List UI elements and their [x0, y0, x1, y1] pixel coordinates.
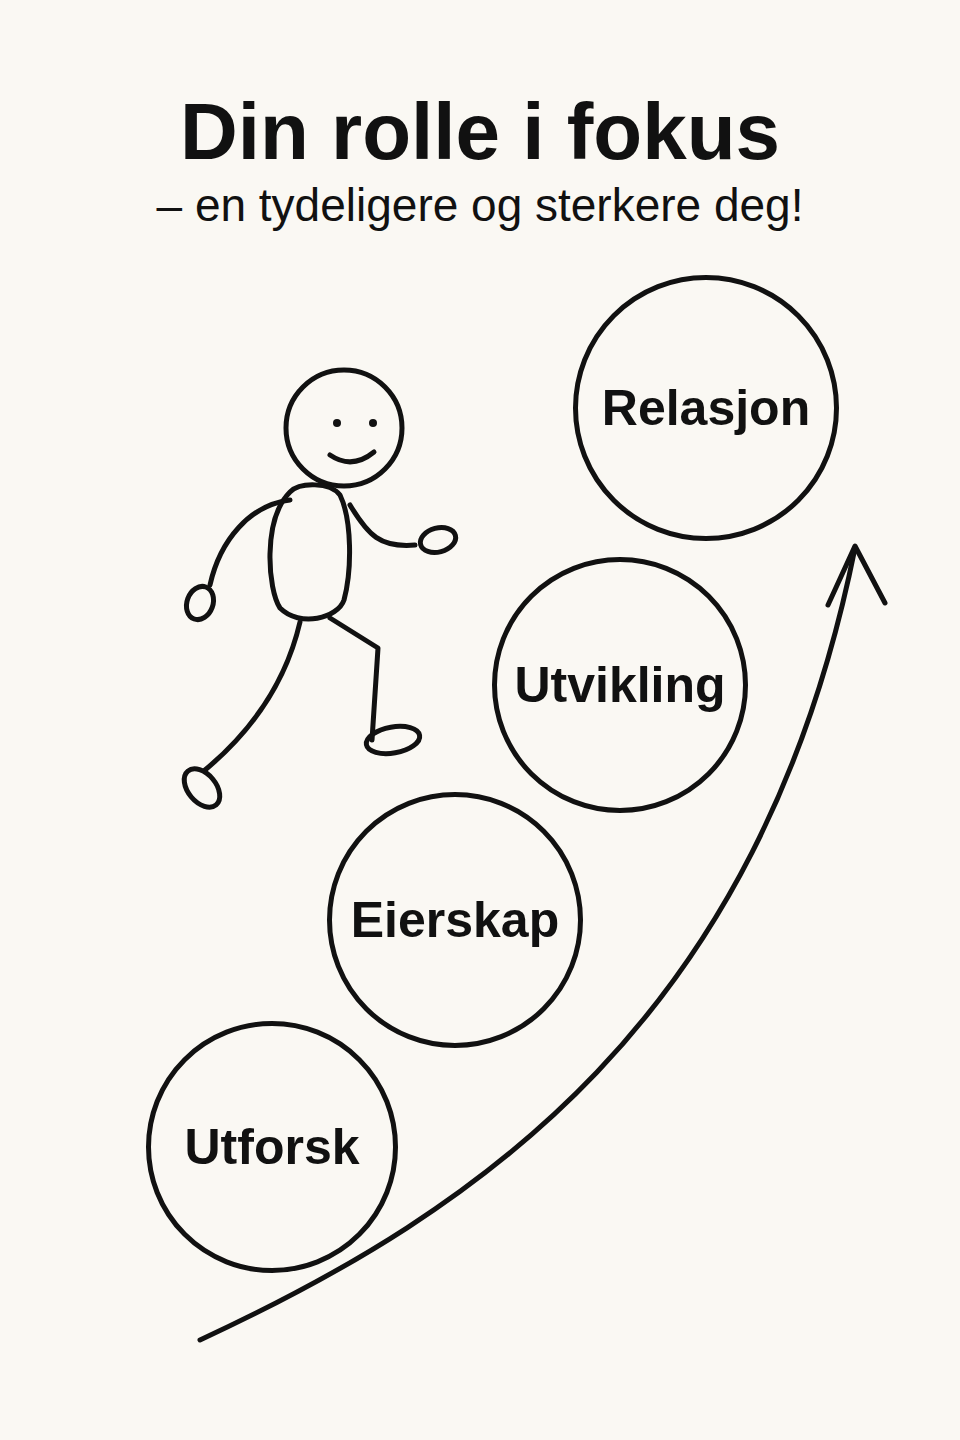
arrow-head: [828, 546, 885, 605]
step-circle: Utvikling: [492, 557, 748, 813]
step-label: Utforsk: [146, 1120, 398, 1175]
step-circle: Eierskap: [327, 792, 583, 1048]
step-label: Utvikling: [492, 658, 748, 713]
step-label: Eierskap: [327, 893, 583, 948]
title: Din rolle i fokus: [0, 88, 960, 176]
growth-arrow: [200, 548, 855, 1340]
step-circle: Relasjon: [573, 275, 839, 541]
stick-figure: [177, 370, 458, 814]
step-label: Relasjon: [573, 381, 839, 436]
step-circle: Utforsk: [146, 1021, 398, 1273]
subtitle: – en tydeligere og sterkere deg!: [0, 178, 960, 233]
